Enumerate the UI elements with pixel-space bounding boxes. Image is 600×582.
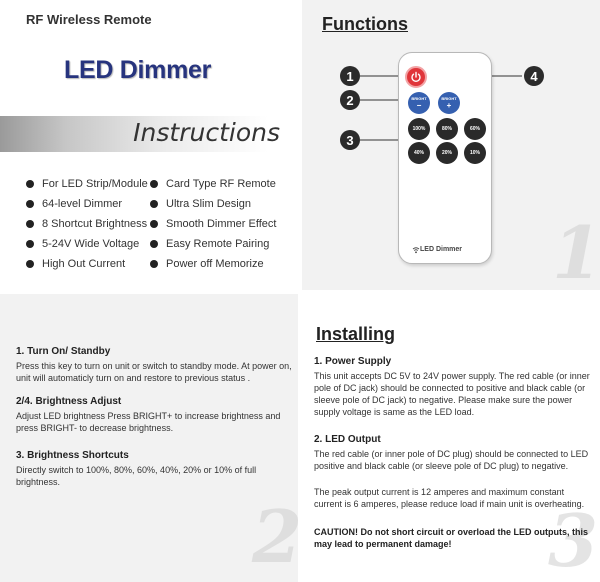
- bullet-icon: [26, 260, 34, 268]
- bullet-icon: [26, 240, 34, 248]
- instructions-panel: 2 1. Turn On/ Standby Press this key to …: [0, 294, 298, 582]
- feature-item: 8 Shortcut Brightness: [26, 218, 147, 230]
- power-button[interactable]: [405, 66, 427, 88]
- feature-item: Card Type RF Remote: [150, 178, 276, 190]
- instructions-title: Instructions: [133, 118, 280, 147]
- feature-item: Ultra Slim Design: [150, 198, 251, 210]
- feature-item: 64-level Dimmer: [26, 198, 122, 210]
- bullet-icon: [150, 200, 158, 208]
- bullet-icon: [26, 220, 34, 228]
- feature-item: Smooth Dimmer Effect: [150, 218, 276, 230]
- plus-sign: +: [446, 101, 452, 110]
- level-60-button[interactable]: 60%: [464, 118, 486, 140]
- bullet-icon: [150, 220, 158, 228]
- bullet-icon: [150, 240, 158, 248]
- bright-plus-button[interactable]: BRIGHT +: [438, 92, 460, 114]
- installing-panel: 3 Installing 1. Power Supply This unit a…: [302, 294, 600, 582]
- callout-3: 3: [340, 130, 360, 150]
- level-100-button[interactable]: 100%: [408, 118, 430, 140]
- functions-panel: 1 Functions BRIGHT − BRIGHT + 100% 80% 6…: [302, 0, 600, 290]
- callout-1: 1: [340, 66, 360, 86]
- section-text: Directly switch to 100%, 80%, 60%, 40%, …: [16, 465, 257, 487]
- section-text: Adjust LED brightness Press BRIGHT+ to i…: [16, 411, 281, 433]
- section-title: 2. LED Output: [314, 434, 381, 445]
- feature-item: High Out Current: [26, 258, 125, 270]
- feature-item: For LED Strip/Module: [26, 178, 148, 190]
- bright-plus-label: BRIGHT: [441, 96, 457, 101]
- level-80-button[interactable]: 80%: [436, 118, 458, 140]
- product-title: LED Dimmer: [64, 56, 212, 84]
- section-text: This unit accepts DC 5V to 24V power sup…: [314, 371, 590, 417]
- bullet-icon: [150, 180, 158, 188]
- section-text: Press this key to turn on unit or switch…: [16, 361, 292, 383]
- section-text: The peak output current is 12 amperes an…: [314, 487, 585, 509]
- watermark-number: 3: [548, 498, 599, 582]
- section-text: The red cable (or inner pole of DC plug)…: [314, 449, 589, 471]
- brand-title: RF Wireless Remote: [26, 12, 152, 27]
- power-icon: [411, 71, 421, 83]
- remote-brand-label: LED Dimmer: [420, 246, 463, 253]
- bright-minus-label: BRIGHT: [411, 96, 427, 101]
- functions-title: Functions: [322, 14, 408, 34]
- caution-text: CAUTION! Do not short circuit or overloa…: [314, 527, 588, 549]
- feature-item: Power off Memorize: [150, 258, 264, 270]
- instructions-banner: [0, 116, 298, 152]
- minus-sign: −: [416, 101, 422, 110]
- product-panel: RF Wireless Remote LED Dimmer Instructio…: [0, 0, 298, 290]
- feature-item: Easy Remote Pairing: [150, 238, 269, 250]
- bullet-icon: [150, 260, 158, 268]
- installing-title: Installing: [316, 324, 396, 344]
- bullet-icon: [26, 200, 34, 208]
- section-title: 1. Turn On/ Standby: [16, 346, 111, 357]
- section-title: 2/4. Brightness Adjust: [16, 396, 122, 407]
- section-title: 3. Brightness Shortcuts: [16, 450, 129, 461]
- level-10-button[interactable]: 10%: [464, 142, 486, 164]
- watermark-number: 2: [252, 494, 298, 579]
- feature-item: 5-24V Wide Voltage: [26, 238, 139, 250]
- callout-2: 2: [340, 90, 360, 110]
- wifi-signal-icon: [412, 247, 420, 254]
- callout-4: 4: [524, 66, 544, 86]
- section-title: 1. Power Supply: [314, 356, 392, 367]
- bullet-icon: [26, 180, 34, 188]
- level-40-button[interactable]: 40%: [408, 142, 430, 164]
- watermark-number: 1: [552, 210, 600, 290]
- level-20-button[interactable]: 20%: [436, 142, 458, 164]
- bright-minus-button[interactable]: BRIGHT −: [408, 92, 430, 114]
